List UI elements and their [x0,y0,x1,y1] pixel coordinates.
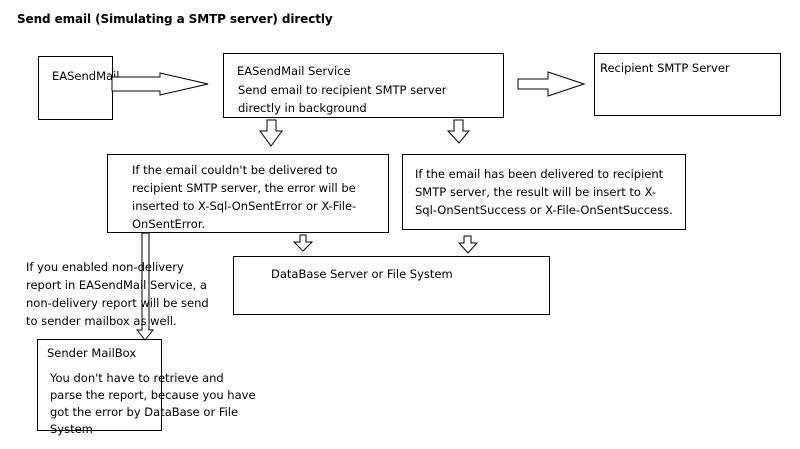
sender-mailbox-description: You don't have to retrieve and parse the… [50,371,256,436]
database-label: DataBase Server or File System [271,267,453,281]
arrow-service-to-success [446,119,471,144]
error-box-text: If the email couldn't be delivered to re… [132,163,357,231]
service-label: EASendMail Service [237,64,351,78]
arrow-success-to-database [457,235,479,254]
sender-mailbox-box: Sender MailBox [37,339,162,431]
service-box: EASendMail Service Send email to recipie… [223,53,504,118]
success-box: If the email has been delivered to recip… [402,154,686,230]
sender-mailbox-label: Sender MailBox [47,346,137,360]
arrow-easendmail-to-service [111,72,209,96]
arrow-error-to-sender [135,232,155,341]
success-box-text: If the email has been delivered to recip… [415,167,673,217]
non-delivery-note: If you enabled non-delivery report in EA… [26,260,209,328]
recipient-smtp-label: Recipient SMTP Server [600,61,730,75]
arrow-error-to-database [292,234,314,252]
service-description: Send email to recipient SMTP server dire… [238,83,447,115]
recipient-smtp-box: Recipient SMTP Server [594,53,781,116]
easendmail-label: EASendMail [52,69,120,83]
arrow-service-to-error [259,119,283,147]
arrow-service-to-recipient [517,71,586,97]
diagram-title: Send email (Simulating a SMTP server) di… [17,12,333,26]
error-box: If the email couldn't be delivered to re… [107,154,389,233]
database-box: DataBase Server or File System [233,256,550,315]
